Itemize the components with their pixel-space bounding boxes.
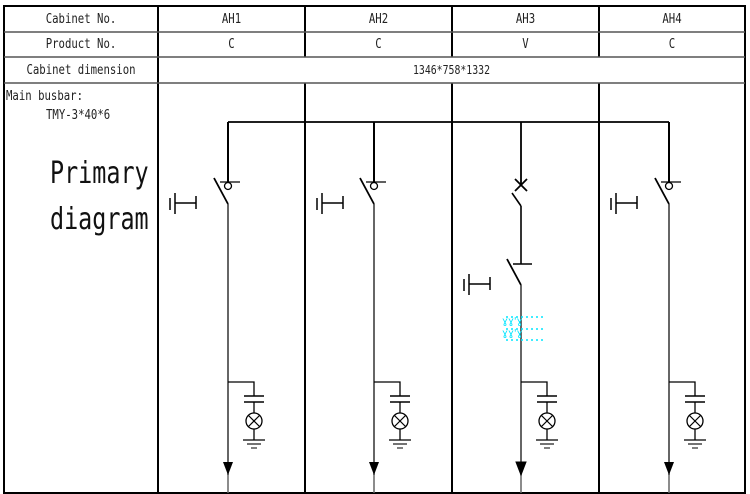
svg-text:ɣɣ'ɣ: ɣɣ'ɣ <box>502 328 523 339</box>
svg-text:ɣɣ'ɣ: ɣɣ'ɣ <box>502 316 523 327</box>
product-ah4: C <box>668 37 676 52</box>
ah1-feeder <box>169 121 266 494</box>
primary-diagram-title-line2: diagram <box>50 202 149 237</box>
cabinet-id-ah3: AH3 <box>515 11 536 27</box>
ah4-feeder <box>610 121 707 494</box>
product-ah3: V <box>522 37 529 52</box>
product-no-header: Product No. <box>45 37 117 52</box>
busbar-spec: TMY-3*40*6 <box>46 108 111 123</box>
cabinet-dimension-header: Cabinet dimension <box>26 62 136 78</box>
cabinet-id-ah1: AH1 <box>221 11 242 27</box>
cabinet-id-ah2: AH2 <box>368 11 389 27</box>
current-transformer-symbol: ɣɣ'ɣ ɣɣ'ɣ <box>502 316 544 341</box>
product-ah2: C <box>375 37 382 52</box>
ah3-feeder: ɣɣ'ɣ ɣɣ'ɣ <box>463 122 559 493</box>
ah2-feeder <box>316 121 412 494</box>
primary-diagram-title-line1: Primary <box>50 156 149 191</box>
cabinet-no-header: Cabinet No. <box>45 11 117 27</box>
main-busbar-label: Main busbar: <box>6 89 84 104</box>
cabinet-dimension-value: 1346*758*1332 <box>412 63 491 77</box>
cabinet-id-ah4: AH4 <box>662 11 682 27</box>
product-ah1: C <box>228 37 235 52</box>
